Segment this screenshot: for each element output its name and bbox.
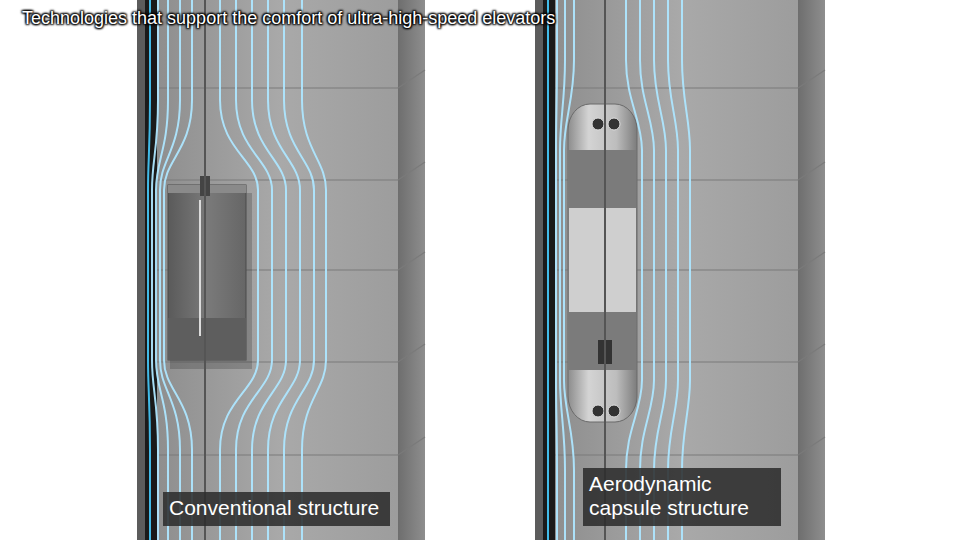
left-shaft — [137, 0, 425, 540]
right-shaft — [535, 0, 825, 540]
label-text: Aerodynamic capsule structure — [589, 472, 771, 520]
airflow-streamlines — [148, 0, 326, 540]
capsule-car — [568, 104, 637, 422]
conventional-car — [168, 176, 252, 369]
hoist-rope — [204, 0, 206, 540]
structure-label: Aerodynamic capsule structure — [583, 468, 781, 526]
airflow-streamlines — [548, 0, 690, 540]
diagram-title: Technologies that support the comfort of… — [22, 8, 555, 29]
hoist-rope — [604, 0, 606, 540]
structure-label: Conventional structure — [163, 492, 390, 526]
label-text: Conventional structure — [169, 496, 382, 520]
